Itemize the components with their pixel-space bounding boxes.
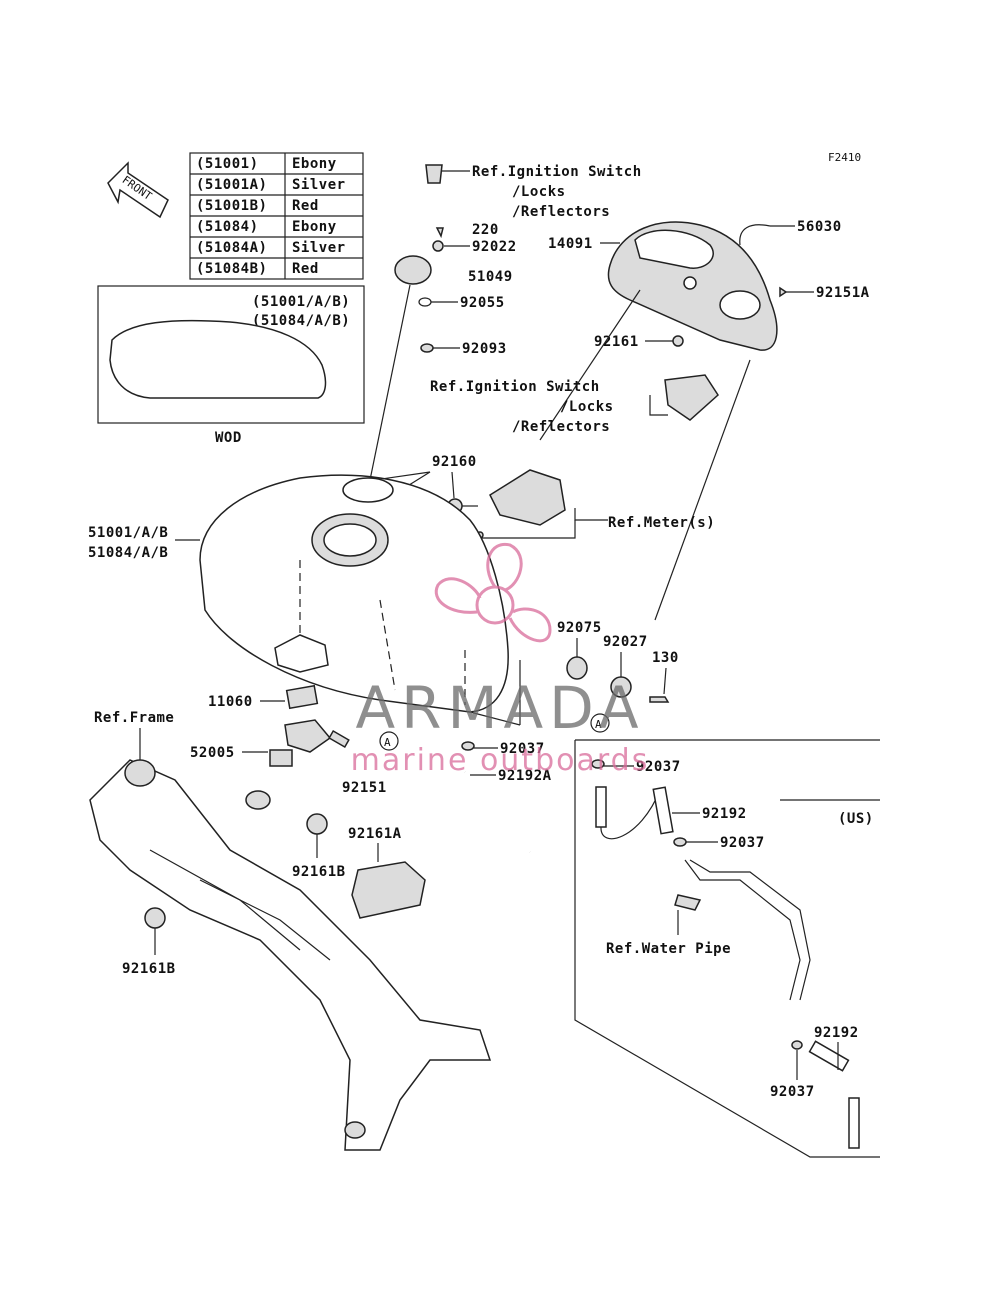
label-52005: 52005 [190,745,235,761]
table-color-cell: Red [292,198,319,214]
ref-ignition-mid-locks: /Locks [560,399,614,415]
marker-a-left-text: A [384,736,391,749]
label-92161B-b: 92161B [122,961,176,977]
propeller-logo-icon [434,542,552,643]
ignition-cap-part: Ref.Ignition Switch /Locks /Reflectors [425,164,642,220]
ref-ignition-top-reflectors: /Reflectors [512,204,610,220]
label-92192A: 92192A [498,768,552,784]
ref-water-pipe: Ref.Water Pipe [606,941,731,957]
label-92022: 92022 [472,239,517,255]
label-56030: 56030 [797,219,842,235]
label-92192-a: 92192 [702,806,747,822]
inset-caption: WOD [215,430,242,446]
label-92161A: 92161A [348,826,402,842]
frame-part: Ref.Frame [89,710,492,1151]
label-92093: 92093 [462,341,507,357]
table-code-cell: (51001A) [196,177,267,193]
inset-line-2: (51084/A/B) [252,313,350,329]
tank-label-1: 51001/A/B [88,525,168,541]
inset-line-1: (51001/A/B) [252,294,350,310]
table-code-cell: (51084) [196,219,259,235]
table-color-cell: Silver [292,240,346,256]
ref-meter: Ref.Meter(s) [608,515,715,531]
wod-inset: (51001/A/B) (51084/A/B) WOD [97,285,365,446]
meter-cover-part: 14091 56030 92151A 92161 [539,219,870,621]
ref-ignition-mid-reflectors: /Reflectors [512,419,610,435]
marker-a-left: A [379,731,399,751]
table-color-cell: Red [292,261,319,277]
hose-92192A: 92037 92192A [461,741,552,853]
label-92027: 92027 [603,634,648,650]
label-11060: 11060 [208,694,253,710]
label-92037-d: 92037 [770,1084,815,1100]
label-92075: 92075 [557,620,602,636]
table-color-cell: Ebony [292,219,337,235]
label-92161: 92161 [594,334,639,350]
label-92151A: 92151A [816,285,870,301]
label-220: 220 [472,222,499,238]
front-arrow-icon: FRONT [107,161,169,219]
ref-ignition-mid: Ref.Ignition Switch [430,379,600,395]
armada-watermark: ARMADA marine outboards [351,542,650,778]
table-code-cell: (51001B) [196,198,267,214]
label-130: 130 [652,650,679,666]
filler-cap-drawing [394,255,432,285]
table-color-cell: Ebony [292,156,337,172]
figure-code: F2410 [828,151,861,164]
damper-parts: 92075 92027 130 [469,620,679,726]
fuel-pump-assembly: 11060 52005 92151 [190,634,387,810]
label-92037-a: 92037 [500,741,545,757]
watermark-tagline: marine outboards [351,743,650,778]
table-code-cell: (51084A) [196,240,267,256]
meter-bracket-part: 92160 Ref.Meter(s) [339,454,715,539]
ref-ignition-top: Ref.Ignition Switch [472,164,642,180]
table-code-cell: (51001) [196,156,259,172]
watermark-brand: ARMADA [355,674,644,742]
small-parts-column: 220 92022 51049 92055 92093 [369,222,517,481]
color-table: (51001) Ebony (51001A) Silver (51001B) R… [189,152,364,280]
marker-a-right-text: A [595,718,602,731]
label-92161B-a: 92161B [292,864,346,880]
label-51049: 51049 [468,269,513,285]
label-92151: 92151 [342,780,387,796]
label-92192-b: 92192 [814,1025,859,1041]
table-color-cell: Silver [292,177,346,193]
tank-profile-drawing [109,319,327,399]
ref-frame: Ref.Frame [94,710,174,726]
label-92037-c: 92037 [720,835,765,851]
us-section: (US) A 92037 92192 92037 Ref.Water Pipe … [574,713,880,1158]
us-label: (US) [838,811,874,827]
label-14091: 14091 [548,236,593,252]
tank-label-2: 51084/A/B [88,545,168,561]
label-92037-b: 92037 [636,759,681,775]
table-code-cell: (51084B) [196,261,267,277]
label-92160: 92160 [432,454,477,470]
label-92055: 92055 [460,295,505,311]
frame-small-parts: 92161B 92161A 92161B [122,813,426,977]
ref-ignition-top-locks: /Locks [512,184,566,200]
